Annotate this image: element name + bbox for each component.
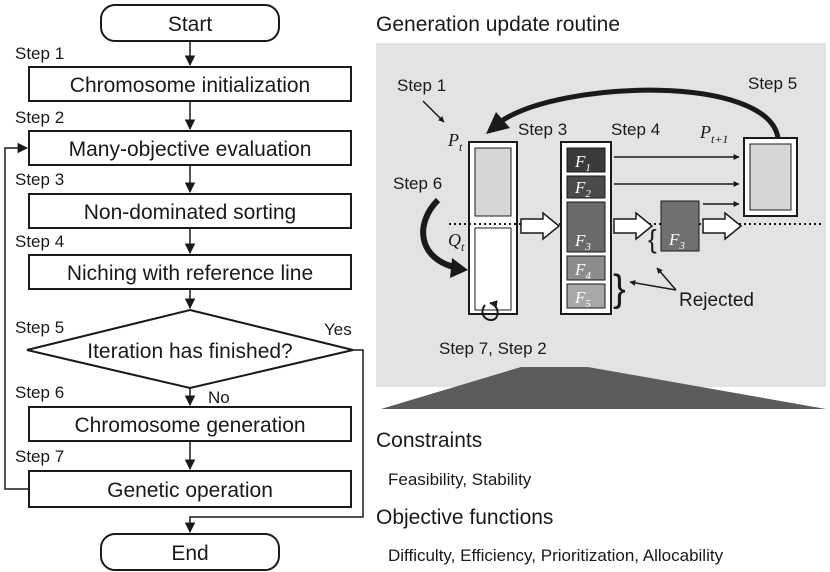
yes-branch-arrow (184, 349, 364, 534)
pt-symbol: Pt (447, 130, 463, 154)
panel-projection (381, 367, 826, 409)
process-label-step6: Chromosome generation (74, 414, 305, 437)
rejected-brace: } (613, 268, 626, 310)
step-label-5: Step 5 (15, 318, 64, 337)
front-f5 (566, 283, 606, 309)
objectives-items: Difficulty, Efficiency, Prioritization, … (388, 546, 724, 565)
front-f4 (566, 255, 606, 281)
brace-symbol: { (648, 224, 657, 254)
step7-loop-arrow (481, 300, 499, 322)
routine-step3-label: Step 3 (518, 120, 567, 139)
front-f4-label: F4 (574, 260, 591, 282)
routine-step7-step2-label: Step 7, Step 2 (439, 339, 547, 358)
parent-population-pt (474, 147, 512, 217)
yes-label: Yes (324, 320, 352, 339)
offspring-population-qt (474, 227, 512, 311)
process-label-step2: Many-objective evaluation (69, 138, 312, 161)
no-label: No (208, 388, 230, 407)
step-label-3: Step 3 (15, 170, 64, 189)
end-label: End (171, 542, 208, 565)
step-label-7: Step 7 (15, 447, 64, 466)
process-label-step4: Niching with reference line (67, 262, 313, 285)
routine-title: Generation update routine (376, 13, 620, 36)
process-box-step2 (28, 130, 352, 166)
front-f1-label: F1 (574, 152, 591, 174)
hollow-arrow-to-next-population (702, 211, 743, 241)
step-label-6: Step 6 (15, 383, 64, 402)
front-f3-label: F3 (574, 231, 591, 253)
step-label-4: Step 4 (15, 232, 64, 251)
process-box-step7 (28, 470, 352, 508)
pt1-symbol: Pt+1 (699, 122, 728, 146)
routine-step6-label: Step 6 (393, 174, 442, 193)
constraints-heading: Constraints (376, 429, 482, 452)
next-population-pt1 (749, 143, 792, 211)
front-f5-label: F5 (574, 288, 591, 310)
process-label-step3: Non-dominated sorting (84, 201, 296, 224)
process-label-step7: Genetic operation (107, 479, 273, 502)
qt-symbol: Qt (448, 230, 465, 254)
start-label: Start (168, 13, 213, 36)
step5-arrowhead (486, 112, 510, 134)
hollow-arrow-to-fronts (520, 211, 561, 241)
routine-step4-label: Step 4 (611, 120, 660, 139)
front-f3 (566, 201, 606, 253)
constraints-objectives: Constraints Feasibility, Stability Objec… (376, 429, 724, 565)
selected-front-f3 (660, 200, 700, 252)
step6-curved-arrow (420, 197, 459, 271)
rejected-label: Rejected (679, 290, 754, 311)
step-label-2: Step 2 (15, 108, 64, 127)
routine-step5-label: Step 5 (748, 74, 797, 93)
constraints-items: Feasibility, Stability (388, 470, 532, 489)
process-label-step1: Chromosome initialization (70, 74, 310, 97)
flowchart: Start End Chromosome initialization Many… (4, 4, 364, 571)
selected-front-f3-label: F3 (668, 230, 685, 252)
step6-arrowhead (450, 258, 468, 278)
routine-step1-label: Step 1 (397, 76, 446, 95)
objectives-heading: Objective functions (376, 506, 553, 529)
process-box-step3 (28, 193, 352, 229)
end-terminal (100, 533, 280, 571)
generation-update-routine: Generation update routine Step 1 Step 5 … (376, 13, 826, 409)
loop-back-arrow (4, 142, 29, 490)
front-f1 (566, 147, 606, 173)
rejected-arrow-to-f4f5 (629, 279, 677, 291)
step-label-1: Step 1 (15, 44, 64, 63)
hollow-arrow-to-niching (613, 211, 654, 241)
front-f2 (566, 175, 606, 199)
front-f2-label: F2 (574, 178, 591, 200)
decision-label: Iteration has finished? (87, 340, 292, 363)
step1-pointer-arrow (422, 100, 445, 123)
rejected-arrow-to-f3 (656, 267, 677, 291)
step5-curved-arrow (498, 87, 781, 139)
